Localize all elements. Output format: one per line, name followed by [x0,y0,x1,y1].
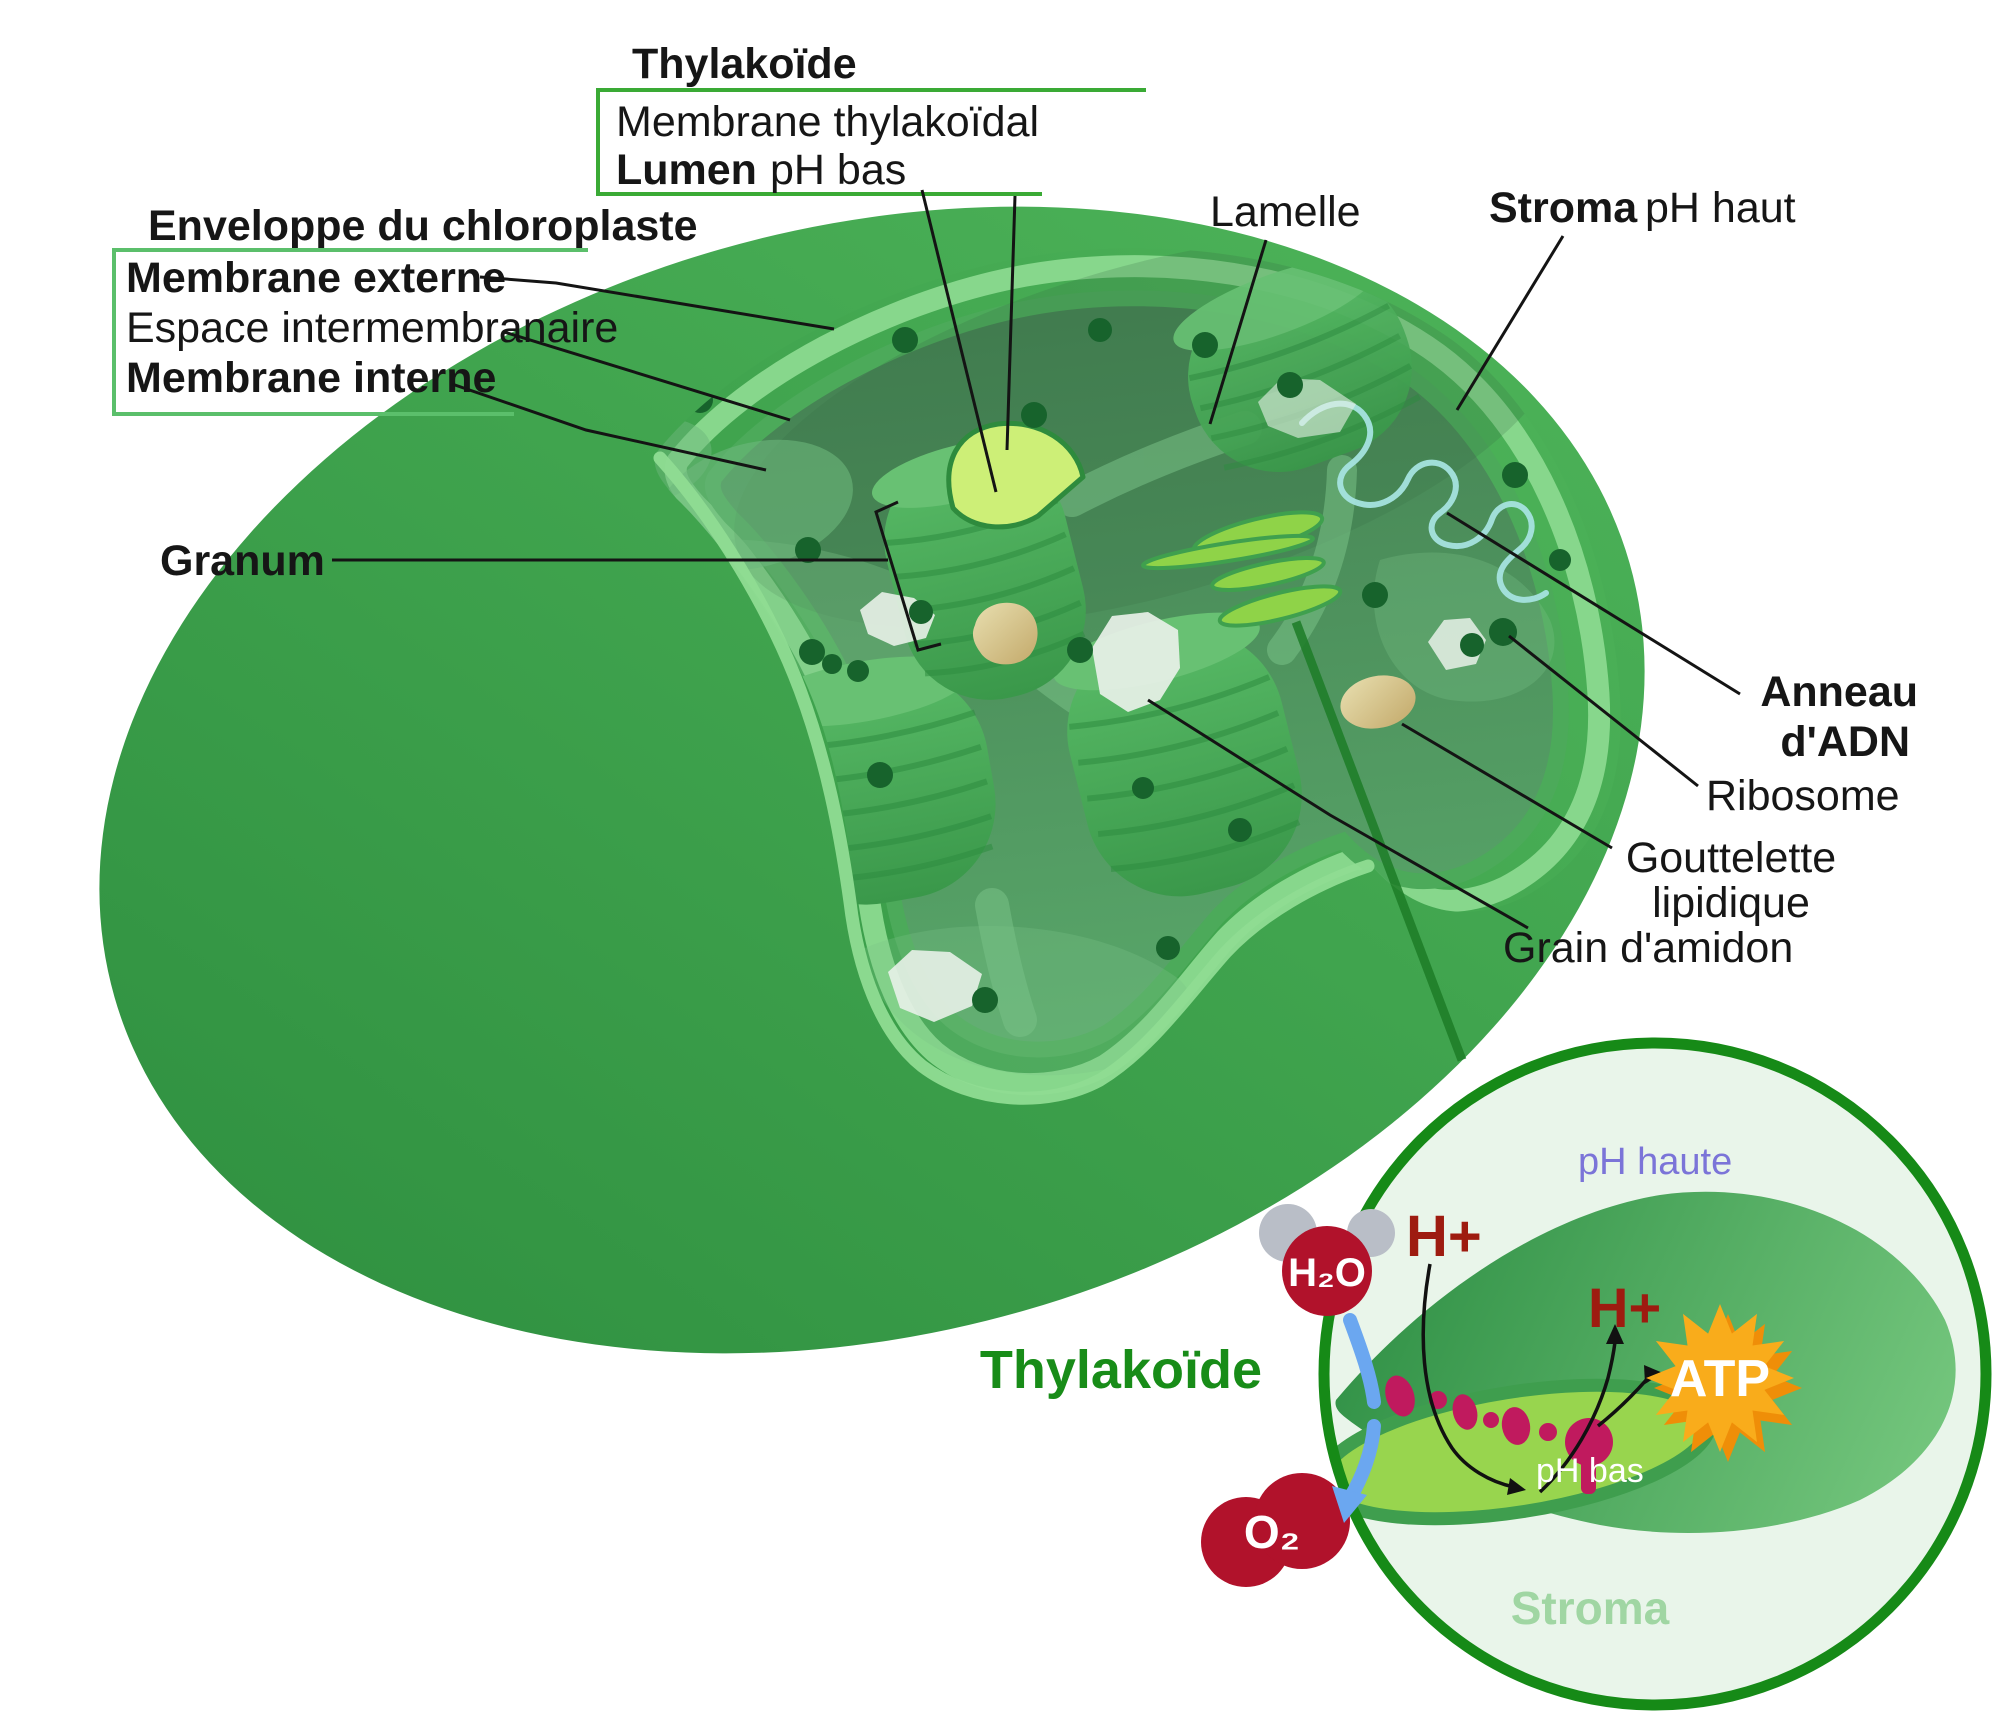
gouttelette-label-line2: lipidique [1652,879,1810,927]
chloroplast-interior [654,248,1621,1104]
leader-membrane-thylakoidal [1005,195,1017,451]
h2o-label: H₂O [1288,1251,1366,1295]
inset-stroma-label: Stroma [1511,1582,1670,1634]
membrane-thylakoidal-label: Membrane thylakoïdal [616,98,1039,146]
membrane-interne-label: Membrane interne [126,354,496,402]
o2-molecule: O₂ [1201,1473,1350,1587]
membrane-externe-label: Membrane externe [126,254,506,302]
o2-label: O₂ [1244,1506,1300,1558]
leader-grain-amidon [1147,698,1529,930]
thylakoid-inset: H₂O O₂ ATP pH haut [1201,1037,1992,1711]
granum-bracket [874,500,942,652]
gouttelette-label-line1: Gouttelette [1626,834,1836,882]
bright-lamellae [1141,510,1343,628]
granum-label: Granum [160,537,325,585]
thylakoid-box-title: Thylakoïde [632,40,857,88]
leader-espace-intermembranaire [503,330,791,422]
lipid-droplets [972,602,1416,729]
inset-border [1318,1037,1992,1711]
inset-ph-bas-label: pH bas [1536,1452,1644,1490]
envelope-box-border [112,248,588,416]
envelope-box-title: Enveloppe du chloroplaste [148,202,698,250]
leader-membrane-externe [479,275,835,331]
lumen-ph-bas-label: pH bas [770,146,906,194]
atp-starburst: ATP [1646,1304,1802,1462]
inset-thylakoid-title: Thylakoïde [980,1340,1262,1400]
inset-connector-line [1291,620,1467,1062]
leader-lumen [920,189,998,493]
anneau-adn-label-line1: Anneau [1760,668,1918,716]
thylakoid-wedge [946,420,1086,530]
atp-label: ATP [1670,1350,1770,1408]
thylakoid-box-border [596,88,1146,196]
leader-membrane-interne [451,382,767,472]
annotation-layer: Thylakoïde Membrane thylakoïdal Lumen pH… [112,40,1918,972]
espace-intermembranaire-label: Espace intermembranaire [126,304,618,352]
inset-h-plus-right: H+ [1588,1276,1661,1339]
grain-amidon-label: Grain d'amidon [1503,924,1793,972]
thylakoid-label-box: Thylakoïde Membrane thylakoïdal Lumen pH… [596,40,1146,196]
ribosome-label: Ribosome [1706,772,1900,820]
proton-arrows [1421,1263,1663,1495]
envelope-label-box: Enveloppe du chloroplaste Membrane exter… [112,202,698,416]
cut-edge-fold [653,451,1375,1105]
dna-ring [1299,400,1549,603]
leader-stroma [1455,235,1565,411]
inset-h-plus-top: H+ [1406,1204,1482,1269]
leader-ribosome [1508,634,1699,788]
membrane-proteins [1385,1375,1613,1494]
atp-synthase [1565,1418,1613,1494]
leader-gouttelette [1401,722,1613,850]
inset-ph-haute-label: pH haute [1578,1141,1732,1183]
water-splitting-arrow [1332,1313,1381,1523]
leader-lamelle [1208,239,1268,425]
leader-anneau-adn [1446,511,1741,696]
stroma-label: Stroma [1489,184,1638,232]
stroma-ph-haut-label: pH haut [1645,184,1796,232]
anneau-adn-label-line2: d'ADN [1780,718,1910,766]
lumen-label: Lumen [616,146,757,194]
granum-top-right [1173,257,1422,472]
h2o-molecule: H₂O [1259,1204,1395,1316]
lamelle-label: Lamelle [1210,188,1361,236]
